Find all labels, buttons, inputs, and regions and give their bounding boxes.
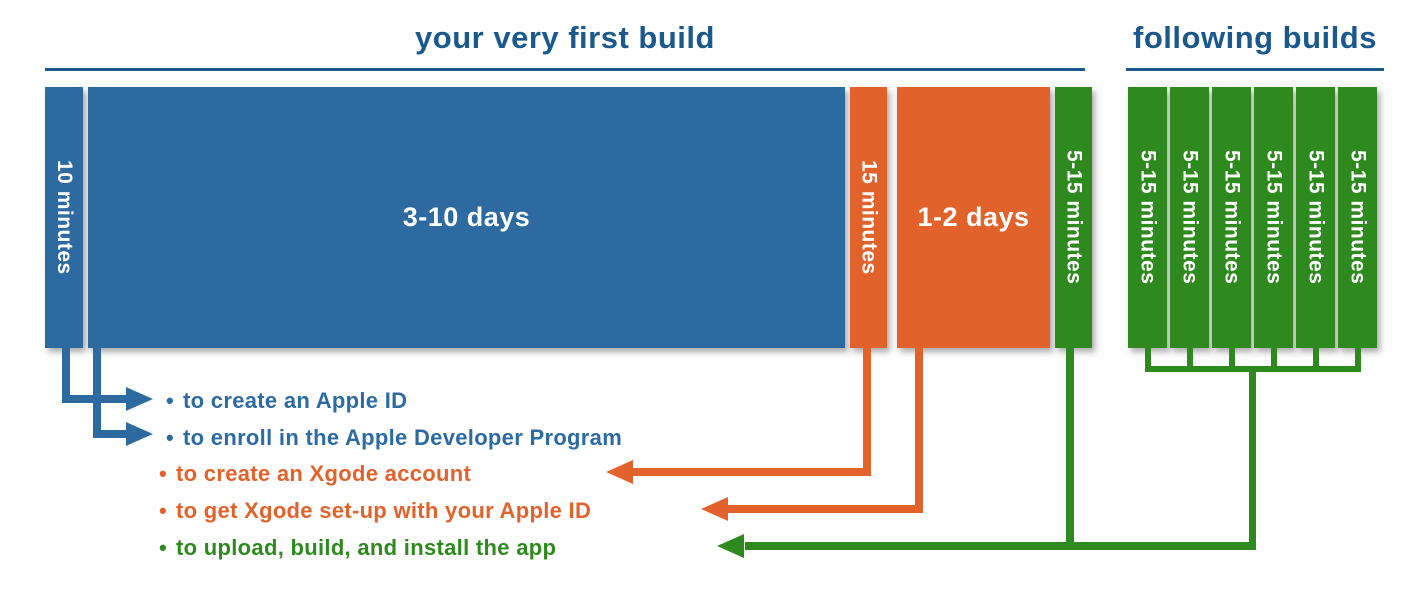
legend-item-xgode-setup-apple-id: • to get Xgode set-up with your Apple ID (159, 498, 591, 524)
legend-text: to upload, build, and install the app (176, 535, 557, 560)
bar-10-minutes: 10 minutes (45, 87, 83, 348)
bracket-tick (1313, 348, 1319, 372)
connector-apple-id-vertical (62, 348, 70, 403)
bracket-tick (1271, 348, 1277, 372)
arrowhead-left-icon (701, 497, 728, 521)
following-build-bar-6: 5-15 minutes (1338, 87, 1377, 348)
bullet-icon: • (159, 461, 168, 486)
bar-label: 5-15 minutes (1304, 150, 1328, 285)
following-build-bar-3: 5-15 minutes (1212, 87, 1251, 348)
connector-upload-first-build-vertical (1066, 348, 1074, 550)
legend-text: to enroll in the Apple Developer Program (183, 425, 623, 450)
legend-text: to create an Apple ID (183, 388, 408, 413)
legend-text: to get Xgode set-up with your Apple ID (176, 498, 592, 523)
connector-developer-program-horizontal (93, 430, 126, 438)
arrowhead-right-icon (126, 387, 153, 411)
legend-item-upload-build-install: • to upload, build, and install the app (159, 535, 556, 561)
legend-item-enroll-developer-program: • to enroll in the Apple Developer Progra… (166, 425, 622, 451)
bar-3-10-days: 3-10 days (88, 87, 845, 348)
bracket-tick (1145, 348, 1151, 372)
bar-1-2-days: 1-2 days (897, 87, 1050, 348)
legend-text: to create an Xgode account (176, 461, 472, 486)
bracket-tick (1355, 348, 1361, 372)
following-builds-title: following builds (1133, 20, 1377, 55)
first-build-underline (45, 68, 1085, 71)
connector-xgode-setup-horizontal (728, 505, 923, 513)
arrowhead-left-icon (606, 460, 633, 484)
bar-label: 15 minutes (857, 160, 881, 275)
bar-label: 10 minutes (53, 160, 76, 275)
connector-developer-program-vertical (93, 348, 101, 438)
connector-xgode-setup-vertical (915, 348, 923, 513)
bullet-icon: • (159, 498, 168, 523)
bar-15-minutes: 15 minutes (850, 87, 887, 348)
bar-label: 5-15 minutes (1178, 150, 1202, 285)
following-build-bar-1: 5-15 minutes (1128, 87, 1167, 348)
bullet-icon: • (166, 388, 175, 413)
bar-label: 5-15 minutes (1220, 150, 1244, 285)
arrowhead-left-icon (717, 534, 744, 558)
bracket-tick (1229, 348, 1235, 372)
arrowhead-right-icon (126, 422, 153, 446)
bar-label: 1-2 days (917, 202, 1030, 232)
first-build-title: your very first build (415, 20, 715, 55)
connector-following-builds-vertical (1249, 366, 1256, 550)
following-build-bar-5: 5-15 minutes (1296, 87, 1335, 348)
bar-label: 5-15 minutes (1262, 150, 1286, 285)
legend-item-create-xgode-account: • to create an Xgode account (159, 461, 471, 487)
bracket-tick (1187, 348, 1193, 372)
bar-label: 5-15 minutes (1346, 150, 1370, 285)
bullet-icon: • (159, 535, 168, 560)
following-builds-underline (1126, 68, 1384, 71)
connector-xgode-account-horizontal (633, 468, 871, 476)
following-build-bar-4: 5-15 minutes (1254, 87, 1293, 348)
following-build-bar-2: 5-15 minutes (1170, 87, 1209, 348)
connector-xgode-account-vertical (863, 348, 871, 476)
bar-label: 5-15 minutes (1062, 150, 1086, 285)
bar-label: 5-15 minutes (1136, 150, 1160, 285)
legend-item-create-apple-id: • to create an Apple ID (166, 388, 407, 414)
bar-5-15-minutes-first-build: 5-15 minutes (1055, 87, 1092, 348)
connector-upload-horizontal (745, 542, 1256, 550)
bar-label: 3-10 days (402, 202, 531, 232)
bullet-icon: • (166, 425, 175, 450)
